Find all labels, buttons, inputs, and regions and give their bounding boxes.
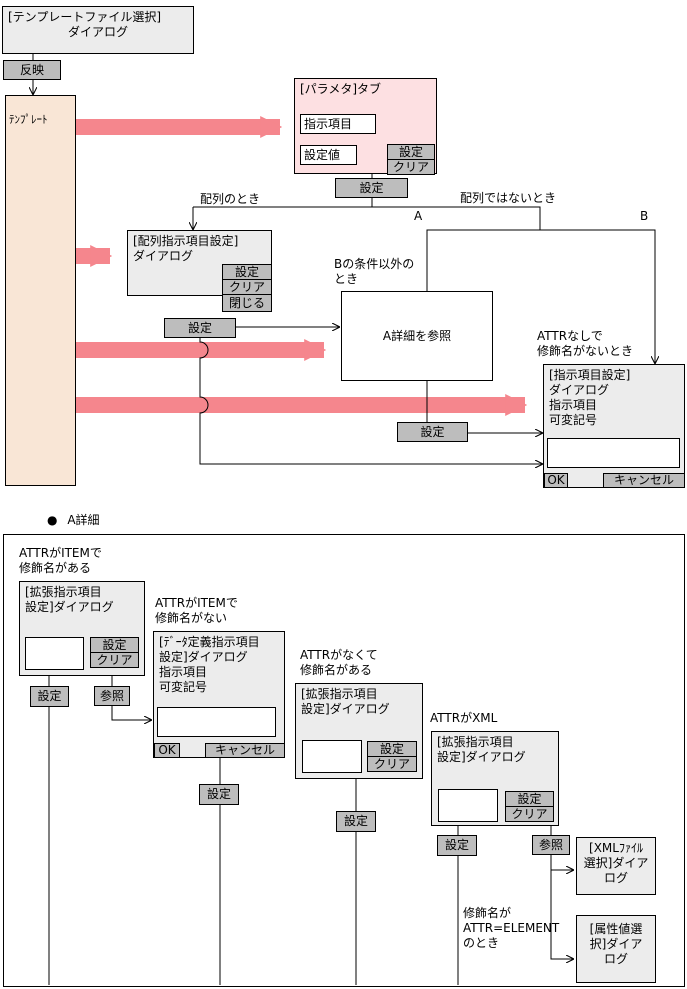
c4-set-button[interactable]: 設定 (505, 791, 554, 807)
array-dialog-line-2: ダイアログ (133, 249, 194, 263)
bullet-icon: ● (47, 513, 58, 527)
a-detail-box-label: A詳細を参照 (382, 328, 452, 343)
c4-ref-button[interactable]: 参照 (532, 835, 570, 855)
set-button-1[interactable]: 設定 (335, 178, 408, 198)
c1-set-button[interactable]: 設定 (90, 637, 139, 653)
xml-file-dialog[interactable]: [XMLﾌｧｲﾙ 選択]ダイア ログ (576, 837, 656, 895)
c4-element-note-line-1: 修飾名が (463, 906, 512, 920)
c4-below-set-button[interactable]: 設定 (437, 835, 477, 856)
c1-ref-button[interactable]: 参照 (94, 686, 130, 706)
c4-clear-button[interactable]: クリア (505, 806, 554, 822)
c2-dialog-line-2: 設定]ダイアログ (159, 650, 248, 664)
item-ok-button[interactable]: OK (544, 473, 568, 488)
xml-dialog-line-1: [XMLﾌｧｲﾙ (589, 841, 643, 855)
c1-dialog-line-2: 設定]ダイアログ (25, 600, 114, 614)
c3-dialog-line-1: [拡張指示項目 (301, 687, 378, 701)
c3-set-button[interactable]: 設定 (367, 741, 417, 757)
reflect-button[interactable]: 反映 (3, 60, 61, 80)
c4-element-note-line-2: ATTR=ELEMENT (463, 921, 560, 935)
non-array-case-label: 配列ではないとき (460, 191, 557, 205)
detail-frame (3, 534, 685, 987)
array-case-label: 配列のとき (200, 192, 261, 206)
item-dialog-line-4: 可変記号 (549, 413, 598, 427)
item-dialog-line-1: [指示項目設定] (549, 368, 631, 382)
attr-dialog-line-2: 択]ダイア (589, 937, 643, 951)
xml-dialog-line-3: ログ (603, 871, 628, 885)
c3-below-set-button[interactable]: 設定 (336, 811, 376, 832)
a-detail-box: A詳細を参照 (341, 291, 493, 381)
set-button-2[interactable]: 設定 (164, 318, 236, 338)
c3-note: ATTRがなくて 修飾名がある (300, 648, 378, 678)
c2-note: ATTRがITEMで 修飾名がない (155, 596, 238, 626)
template-panel-label: ﾃﾝﾌﾟﾚｰﾄ (9, 113, 48, 126)
xml-dialog-line-2: 選択]ダイア (583, 856, 649, 870)
b-condition-note: Bの条件以外の とき (334, 257, 414, 287)
array-set-button[interactable]: 設定 (222, 264, 272, 280)
attr-none-note: ATTRなしで 修飾名がないとき (537, 329, 633, 359)
c1-note-line-1: ATTRがITEMで (19, 546, 102, 560)
c1-below-set-button[interactable]: 設定 (30, 686, 69, 707)
c2-note-line-1: ATTRがITEMで (155, 596, 238, 610)
attr-dialog-line-3: ログ (603, 952, 628, 966)
array-dialog-line-1: [配列指示項目設定] (133, 234, 239, 248)
param-clear-button[interactable]: クリア (387, 159, 435, 175)
c3-clear-button[interactable]: クリア (367, 756, 417, 772)
c3-dialog-line-2: 設定]ダイアログ (301, 702, 390, 716)
branch-b-label: B (640, 209, 649, 223)
template-file-dialog-line-1: [テンプレートファイル選択] (8, 10, 162, 24)
b-condition-note-line-2: とき (334, 272, 359, 286)
c2-dialog-line-4: 可変記号 (159, 680, 208, 694)
param-item-field[interactable]: 指示項目 (300, 114, 376, 134)
template-flow-arrows (75, 116, 528, 416)
item-dialog-input[interactable] (547, 438, 680, 468)
c2-data-def-dialog[interactable]: [ﾃﾞｰﾀ定義指示項目 設定]ダイアログ 指示項目 可変記号 (153, 631, 285, 758)
set-button-3[interactable]: 設定 (397, 422, 468, 442)
item-dialog-line-3: 指示項目 (549, 398, 598, 412)
c4-note: ATTRがXML (430, 711, 498, 725)
branch-a-label: A (414, 209, 423, 223)
c1-input[interactable] (25, 637, 84, 670)
template-file-dialog-line-2: ダイアログ (67, 25, 128, 39)
c2-input[interactable] (157, 707, 276, 737)
c2-cancel-button[interactable]: キャンセル (205, 743, 285, 758)
c2-ok-button[interactable]: OK (154, 743, 180, 758)
c1-clear-button[interactable]: クリア (90, 652, 139, 668)
c3-note-line-2: 修飾名がある (300, 663, 373, 677)
c1-note-line-2: 修飾名がある (19, 561, 92, 575)
c2-below-set-button[interactable]: 設定 (199, 784, 239, 805)
template-panel: ﾃﾝﾌﾟﾚｰﾄ (5, 95, 76, 486)
attr-value-dialog[interactable]: [属性値選 択]ダイア ログ (576, 915, 656, 983)
detail-heading: ● A詳細 (47, 513, 100, 528)
c1-note: ATTRがITEMで 修飾名がある (19, 546, 102, 576)
attr-none-note-line-1: ATTRなしで (537, 329, 603, 343)
c2-note-line-2: 修飾名がない (155, 611, 228, 625)
c3-note-line-1: ATTRがなくて (300, 648, 378, 662)
c4-element-note: 修飾名が ATTR=ELEMENT のとき (463, 906, 559, 951)
c2-dialog-line-1: [ﾃﾞｰﾀ定義指示項目 (159, 635, 260, 649)
item-cancel-button[interactable]: キャンセル (603, 473, 685, 488)
attr-none-note-line-2: 修飾名がないとき (537, 344, 634, 358)
c4-dialog-line-1: [拡張指示項目 (437, 735, 514, 749)
attr-dialog-line-1: [属性値選 (589, 922, 643, 936)
template-file-dialog[interactable]: [テンプレートファイル選択] ダイアログ (2, 6, 194, 54)
param-tab-title: [パラメタ]タブ (300, 82, 382, 96)
c4-element-note-line-3: のとき (463, 936, 500, 950)
c2-dialog-line-3: 指示項目 (159, 665, 208, 679)
param-value-field[interactable]: 設定値 (300, 145, 357, 165)
c4-dialog-line-2: 設定]ダイアログ (437, 750, 526, 764)
array-clear-button[interactable]: クリア (222, 279, 272, 295)
detail-heading-text: A詳細 (67, 513, 100, 527)
c3-input[interactable] (302, 740, 362, 773)
item-dialog-line-2: ダイアログ (549, 383, 610, 397)
array-close-button[interactable]: 閉じる (222, 294, 272, 312)
c1-dialog-line-1: [拡張指示項目 (25, 585, 102, 599)
c4-input[interactable] (438, 789, 498, 822)
item-setting-dialog[interactable]: [指示項目設定] ダイアログ 指示項目 可変記号 (543, 364, 685, 488)
param-set-button[interactable]: 設定 (387, 144, 435, 160)
b-condition-note-line-1: Bの条件以外の (334, 257, 415, 271)
